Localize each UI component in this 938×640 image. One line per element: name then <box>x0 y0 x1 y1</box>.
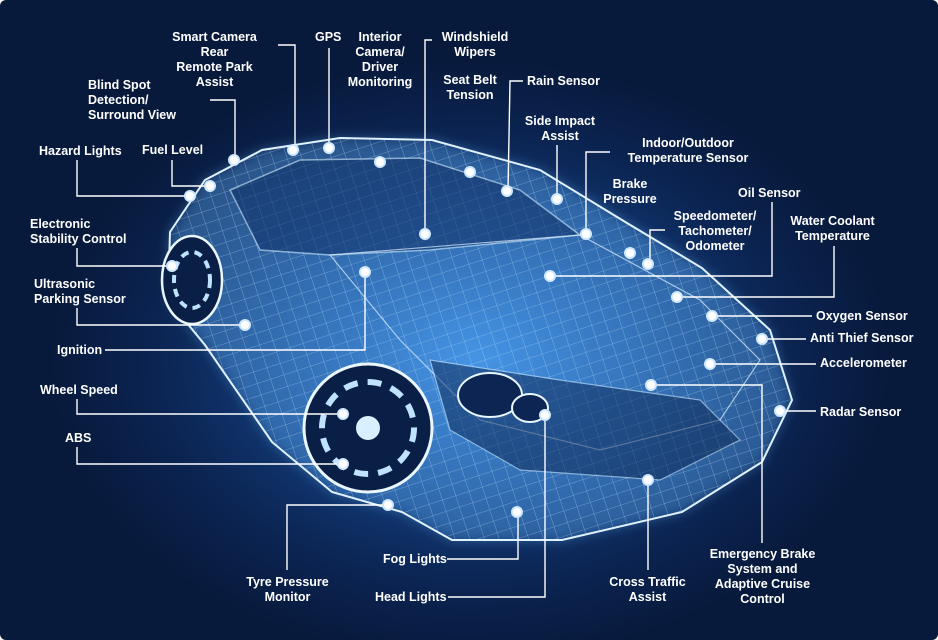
sensor-dot-ignition <box>359 266 371 278</box>
label-oil-sensor: Oil Sensor <box>738 186 801 200</box>
sensor-dot-cross-traffic <box>642 474 654 486</box>
sensor-dot-oil-sensor <box>544 270 556 282</box>
leader-line-abs <box>76 447 343 465</box>
label-anti-thief: Anti Thief Sensor <box>810 331 914 345</box>
car-body <box>166 136 794 541</box>
sensor-dot-blind-spot <box>228 154 240 166</box>
leader-line-smart-camera <box>278 44 296 150</box>
sensor-dot-temperature-sensor <box>580 228 592 240</box>
sensor-dot-water-coolant <box>671 291 683 303</box>
label-ultrasonic: Ultrasonic Parking Sensor <box>34 277 126 306</box>
leader-line-fuel-level <box>171 160 210 187</box>
label-interior-camera: Interior Camera/ Driver Monitoring <box>347 30 413 89</box>
sensor-dot-rain-sensor <box>501 185 513 197</box>
sensor-dot-abs <box>337 458 349 470</box>
label-abs: ABS <box>65 431 92 445</box>
label-windshield-wipers: Windshield Wipers <box>441 30 509 59</box>
label-brake-pressure: Brake Pressure <box>603 177 657 206</box>
sensor-dot-side-impact <box>551 193 563 205</box>
label-temperature-sensor: Indoor/Outdoor Temperature Sensor <box>627 136 749 165</box>
leader-line-ultrasonic <box>76 308 245 326</box>
leader-line-esc <box>76 248 172 267</box>
label-fuel-level: Fuel Level <box>142 143 204 157</box>
leader-line-speedometer <box>649 229 665 264</box>
label-speedometer: Speedometer/ Tachometer/ Odometer <box>673 209 757 253</box>
leader-line-ignition <box>105 272 366 351</box>
label-side-impact: Side Impact Assist <box>524 114 596 143</box>
label-emergency-brake: Emergency Brake System and Adaptive Crui… <box>709 547 816 606</box>
label-rain-sensor: Rain Sensor <box>527 74 600 88</box>
label-tyre-pressure: Tyre Pressure Monitor <box>246 575 329 604</box>
leader-line-hazard-lights <box>76 160 190 197</box>
label-gps: GPS <box>315 30 342 44</box>
rear-wheel <box>160 234 224 326</box>
label-oxygen-sensor: Oxygen Sensor <box>816 309 908 323</box>
leader-line-fog-lights <box>447 512 519 560</box>
sensor-dot-smart-camera <box>287 144 299 156</box>
label-wheel-speed: Wheel Speed <box>40 383 118 397</box>
label-esc: Electronic Stability Control <box>30 217 127 246</box>
sensor-dot-fuel-level <box>204 180 216 192</box>
sensor-dot-anti-thief <box>756 333 768 345</box>
sensor-dot-radar-sensor <box>774 405 786 417</box>
sensor-dot-interior-camera <box>374 156 386 168</box>
sensor-dot-speedometer <box>642 258 654 270</box>
label-blind-spot: Blind Spot Detection/ Surround View <box>88 78 176 122</box>
sensor-dot-accelerometer <box>704 358 716 370</box>
label-radar-sensor: Radar Sensor <box>820 405 902 419</box>
sensor-dot-tyre-pressure <box>382 499 394 511</box>
leader-line-wheel-speed <box>76 399 343 415</box>
leader-line-emergency-brake <box>651 384 763 543</box>
sensor-dot-emergency-brake <box>645 379 657 391</box>
sensor-dot-gps <box>323 142 335 154</box>
label-accelerometer: Accelerometer <box>820 356 907 370</box>
sensor-dot-fog-lights <box>511 506 523 518</box>
label-hazard-lights: Hazard Lights <box>39 144 122 158</box>
leader-line-tyre-pressure <box>286 504 388 570</box>
sensor-dot-wheel-speed <box>337 408 349 420</box>
label-seat-belt: Seat Belt Tension <box>443 73 497 102</box>
sensor-dot-brake-pressure <box>624 247 636 259</box>
sensor-dot-seat-belt <box>464 166 476 178</box>
leader-line-blind-spot <box>210 99 236 160</box>
label-fog-lights: Fog Lights <box>383 552 447 566</box>
label-smart-camera: Smart Camera Rear Remote Park Assist <box>172 30 257 89</box>
leader-line-oil-sensor <box>550 202 773 277</box>
sensor-dot-esc <box>166 260 178 272</box>
leader-line-rain-sensor <box>507 80 523 192</box>
leader-line-head-lights <box>448 415 546 598</box>
sensor-dot-ultrasonic <box>239 319 251 331</box>
leader-line-temperature-sensor <box>585 151 610 234</box>
sensor-dot-windshield-wipers <box>419 228 431 240</box>
label-cross-traffic: Cross Traffic Assist <box>609 575 686 604</box>
label-water-coolant: Water Coolant Temperature <box>790 214 875 243</box>
sensor-dot-oxygen-sensor <box>706 310 718 322</box>
label-ignition: Ignition <box>57 343 103 357</box>
sensor-dot-hazard-lights <box>184 190 196 202</box>
leader-line-water-coolant <box>677 246 835 298</box>
front-wheel <box>302 362 434 494</box>
leader-line-windshield-wipers <box>424 39 432 234</box>
label-head-lights: Head Lights <box>375 590 447 604</box>
sensor-dot-head-lights <box>539 409 551 421</box>
